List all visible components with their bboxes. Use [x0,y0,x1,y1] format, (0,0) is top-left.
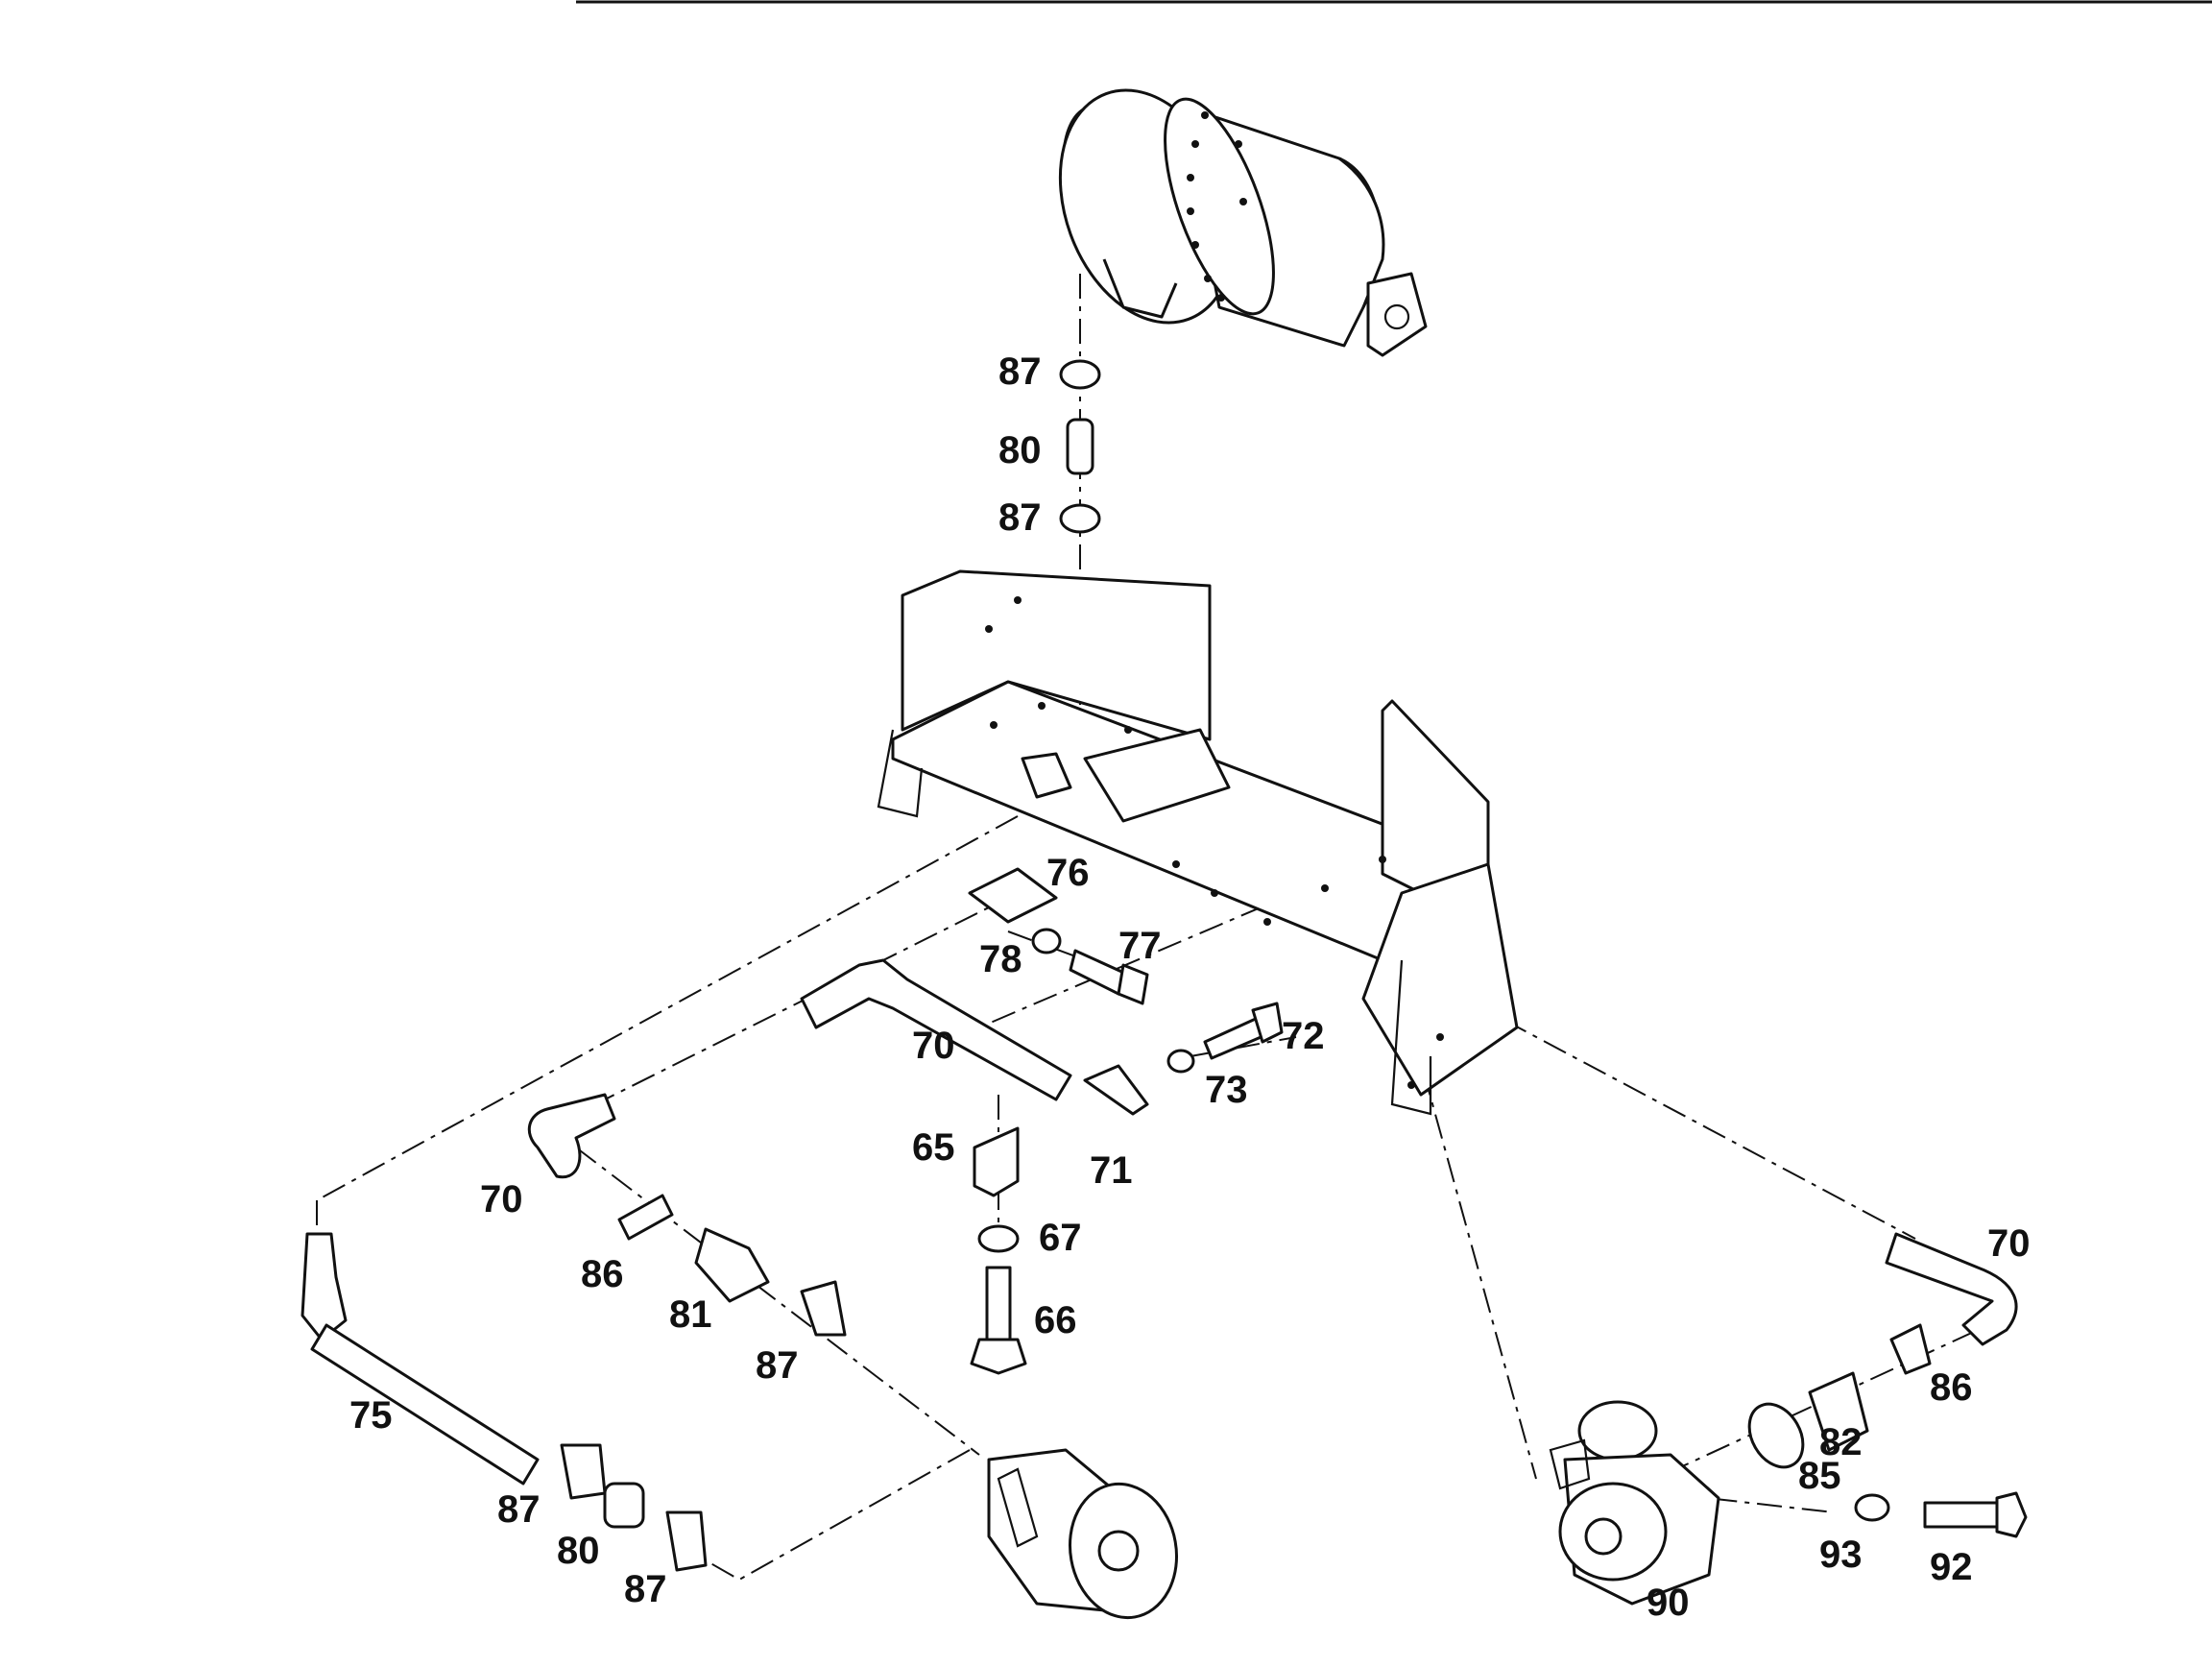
bolt-66-shank [985,1266,1012,1346]
callout-81: 81 [669,1293,712,1336]
valve-center-port [1584,1517,1623,1556]
callout-70: 70 [480,1178,523,1220]
washer-73 [1166,1049,1195,1074]
washer-93 [1854,1493,1890,1522]
hose-clamp-87-bottom [665,1510,708,1572]
valve-assembly [1549,1400,2028,1606]
callout-67: 67 [1039,1217,1082,1259]
frame-holes [985,596,1444,1089]
callout-78: 78 [979,938,1022,980]
callout-87: 87 [497,1488,541,1531]
hose-80-upper [1066,418,1094,475]
air-cleaner-outlet-flange [1366,272,1428,357]
hose-clamp-87-upper [1059,359,1101,390]
assembly-line-middle-right [978,887,1307,1028]
callout-86: 86 [581,1253,624,1295]
frame-cutout-panel [1083,728,1231,823]
washer-78 [1031,928,1062,954]
hoses-and-pipes [301,958,2018,1572]
air-cleaner-outlet-port [1383,303,1410,330]
callout-73: 73 [1205,1069,1248,1111]
hose-clamp-85 [1747,1402,1805,1469]
bolt-92-shank [1923,1501,1999,1529]
reducer-81 [694,1227,770,1303]
callout-72: 72 [1282,1015,1325,1057]
callout-90: 90 [1647,1582,1690,1624]
bolt-72-head [1251,1002,1284,1044]
bolt-66-head [970,1338,1027,1375]
callout-75: 75 [349,1394,393,1437]
frame-left-upright [901,569,1212,741]
callout-86: 86 [1930,1366,1973,1409]
air-cleaner-outlet-cone [1338,157,1385,308]
callout-85: 85 [1798,1455,1841,1497]
reducer-82 [1808,1371,1869,1452]
air-compressor [987,1448,1179,1620]
elbow-70-left [527,1093,616,1179]
hose-clamp-87-lower-left [560,1443,607,1500]
callout-76: 76 [1046,852,1090,894]
air-cleaner-assembly [1058,88,1428,357]
hose-clamp-87-mid [800,1280,847,1337]
frame-right-upright [1381,699,1490,895]
assembly-line-to-compressor [575,1147,980,1456]
hose-clamp-86-right [1889,1323,1932,1375]
clip-71 [1083,1064,1149,1116]
pipe-70-center [800,958,1072,1101]
bolt-77-head [1117,963,1149,1005]
compressor-pulley-hub [1097,1530,1140,1572]
callout-65: 65 [912,1126,955,1169]
callout-71: 71 [1090,1149,1133,1192]
callout-87: 87 [998,350,1042,393]
callout-82: 82 [1819,1421,1863,1463]
callout-66: 66 [1034,1299,1077,1341]
frame-left-foot [877,729,924,818]
top-hose-stack [1059,359,1101,534]
valve-knob [1577,1400,1658,1462]
air-cleaner-bolt-holes [1187,111,1247,302]
assembly-line-compressor-bottom [671,1449,971,1582]
hose-80-lower [603,1482,645,1529]
callout-labels: 87 80 87 76 78 77 70 72 73 65 71 70 86 8… [349,350,2031,1624]
callout-93: 93 [1819,1534,1863,1576]
pipe-75-vertical [301,1232,348,1341]
callout-80: 80 [557,1530,600,1572]
air-cleaner-mount-foot [1102,258,1178,319]
callout-87: 87 [756,1344,799,1387]
frame-right-mount-plate [1361,862,1519,1097]
hose-clamp-87-lower [1059,503,1101,534]
callout-70: 70 [912,1025,955,1067]
callout-92: 92 [1930,1546,1973,1588]
assembly-line-left-long [316,815,1019,1201]
hose-clamp-86-left [617,1194,674,1241]
frame-tab [1021,752,1072,799]
frame-right-foot [1390,959,1432,1116]
callout-80: 80 [998,429,1042,471]
assembly-line-to-valve [1410,1027,1537,1480]
bolt-92-head [1995,1491,2028,1538]
clamp-76 [968,867,1058,924]
mounting-frame [877,569,1519,1116]
callout-87: 87 [998,496,1042,539]
callout-70: 70 [1987,1222,2031,1265]
valve-mount-bracket [1549,1438,1591,1490]
compressor-cylinder-head [997,1467,1039,1548]
pipe-70-right [1885,1232,2018,1346]
center-fittings [968,867,1284,1375]
pipe-75-horizontal [310,1323,540,1486]
assembly-line-middle-left [575,892,1019,1115]
assembly-line-right-long [1463,998,1916,1240]
washer-67 [977,1224,1020,1253]
bracket-65 [973,1126,1020,1197]
air-cleaner-flange-ring [1164,97,1275,316]
callout-77: 77 [1118,925,1162,967]
callout-87: 87 [624,1568,667,1610]
